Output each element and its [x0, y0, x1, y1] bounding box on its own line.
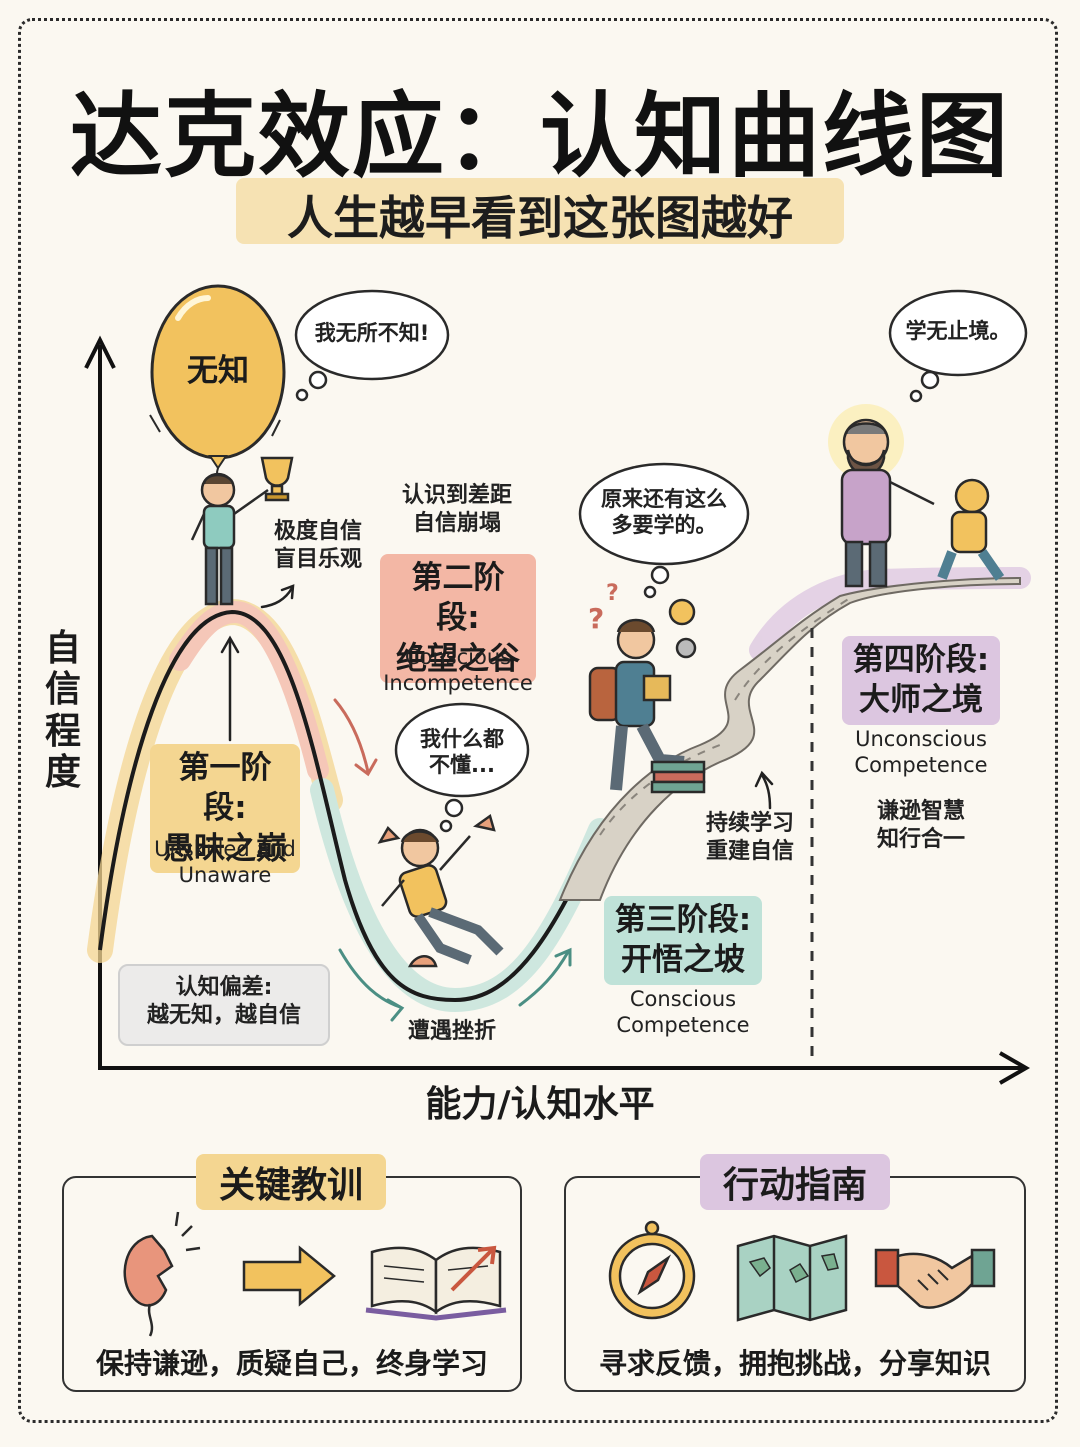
- setback-arrows: [338, 947, 572, 1022]
- learning-note: 持续学习 重建自信: [705, 811, 794, 864]
- master-note: 谦逊智慧 知行合一: [876, 799, 965, 852]
- bias-note: 认知偏差: 越无知，越自信: [118, 964, 330, 1046]
- svg-text:?: ?: [588, 602, 604, 635]
- stage-1-english: Unskilled and Unaware: [154, 837, 296, 888]
- open-book-icon: [365, 1245, 507, 1321]
- stage-2-tag: 第二阶段: 绝望之谷: [380, 554, 536, 683]
- stage-3-english: Conscious Competence: [616, 987, 750, 1038]
- compass-icon: [608, 1220, 696, 1320]
- bubble-know-nothing: 我什么都 不懂...: [420, 727, 504, 778]
- winding-road: [558, 576, 1021, 901]
- stage-2-english: Conscious Incompetence: [383, 645, 533, 696]
- gap-note: 认识到差距 自信崩塌: [401, 483, 512, 536]
- confident-person-icon: [190, 456, 294, 606]
- stage-4-tag: 第四阶段: 大师之境: [842, 636, 1000, 725]
- x-axis-arrow-icon: [999, 1051, 1031, 1085]
- dotted-frame: [18, 18, 1058, 1423]
- page-subtitle: 人生越早看到这张图越好: [287, 191, 793, 245]
- master-and-child-icon: [828, 404, 1005, 588]
- confidence-curve: [98, 609, 602, 1003]
- page-title: 达克效应：认知曲线图: [69, 83, 1010, 190]
- y-axis-arrow-icon: [84, 335, 116, 369]
- curve-arrows: [333, 698, 378, 777]
- actions-caption: 寻求反馈，拥抱挑战，分享知识: [598, 1347, 991, 1380]
- peak-note: 极度自信 盲目乐观: [273, 519, 362, 572]
- lessons-title: 关键教训: [196, 1154, 386, 1210]
- thought-bubbles: [294, 289, 1028, 833]
- map-icon: [736, 1234, 848, 1322]
- handshake-icon: [874, 1248, 996, 1309]
- svg-text:?: ?: [606, 581, 619, 606]
- actions-title: 行动指南: [700, 1154, 890, 1210]
- setback-note: 遭遇挫折: [407, 1019, 496, 1044]
- broken-balloon-icon: [123, 1211, 201, 1337]
- stage-4-english: Unconscious Competence: [854, 727, 988, 778]
- bubble-know-all: 我无所不知!: [314, 321, 430, 345]
- y-axis-label: 自信程度: [44, 628, 81, 794]
- learning-arrow-icon: [760, 773, 772, 810]
- arrow-right-icon: [242, 1245, 336, 1307]
- bubble-endless: 学无止境。: [905, 319, 1011, 343]
- note-arrow-icon: [260, 586, 294, 609]
- lessons-caption: 保持谦逊，质疑自己，终身学习: [95, 1347, 488, 1380]
- student-icon: ? ?: [588, 581, 706, 794]
- x-axis-label: 能力/认知水平: [425, 1084, 655, 1125]
- subtitle-highlight: [236, 178, 844, 244]
- bubble-more-to-learn: 原来还有这么 多要学的。: [601, 487, 727, 538]
- stage-3-tag: 第三阶段: 开悟之坡: [604, 896, 762, 985]
- stage-1-tag: 第一阶段: 愚昧之巅: [150, 744, 300, 873]
- balloon-label: 无知: [187, 353, 249, 389]
- balloon-icon: [149, 284, 286, 497]
- falling-person-icon: [377, 813, 504, 968]
